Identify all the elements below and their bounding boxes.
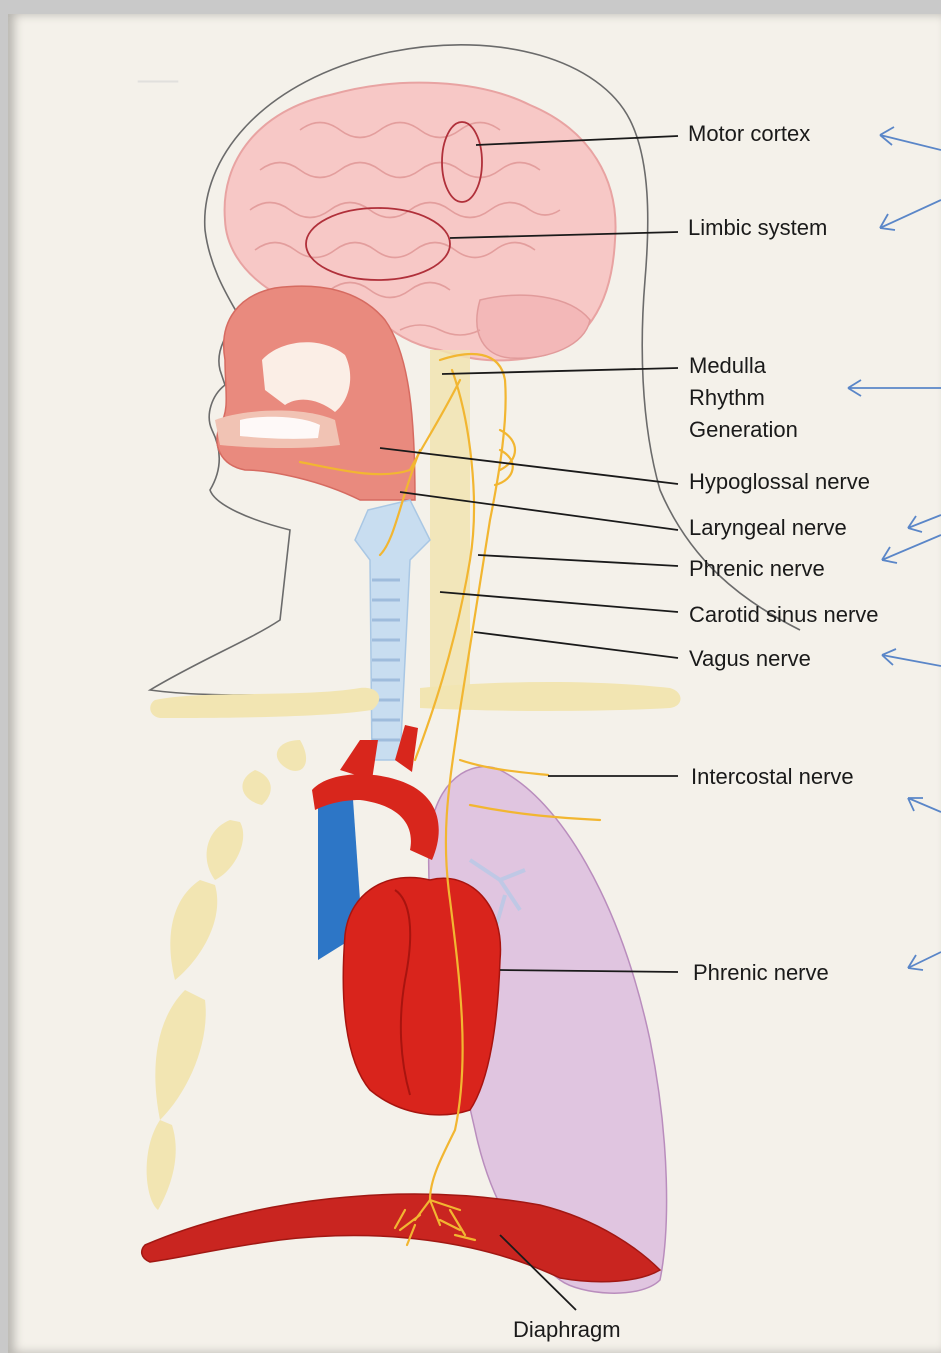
label-hypoglossal-nerve: Hypoglossal nerve [689, 466, 870, 498]
arrow-limbic-system [880, 200, 941, 230]
arrow-intercostal-nerve [908, 798, 941, 812]
label-rhythm: Rhythm [689, 382, 765, 414]
arrow-phrenic-nerve-lower [908, 952, 941, 970]
label-laryngeal-nerve: Laryngeal nerve [689, 512, 847, 544]
label-carotid-sinus-nerve: Carotid sinus nerve [689, 599, 879, 631]
clavicle-left [150, 688, 379, 718]
label-phrenic-nerve-lower: Phrenic nerve [693, 957, 829, 989]
label-intercostal-nerve: Intercostal nerve [691, 761, 854, 793]
clavicle-right [420, 682, 681, 711]
label-medulla: Medulla [689, 350, 766, 382]
book-page: — [8, 14, 941, 1353]
arrow-vagus-nerve [882, 649, 941, 666]
heart [343, 877, 500, 1114]
label-vagus-nerve: Vagus nerve [689, 643, 811, 675]
label-phrenic-nerve-upper: Phrenic nerve [689, 553, 825, 585]
label-generation: Generation [689, 414, 798, 446]
label-diaphragm: Diaphragm [513, 1314, 621, 1346]
ribs [147, 740, 306, 1210]
annotation-arrows [848, 127, 941, 970]
trachea [355, 500, 430, 760]
arrow-medulla [848, 380, 941, 396]
arrow-laryngeal-nerve [908, 515, 941, 532]
arrow-motor-cortex [880, 127, 941, 150]
label-motor-cortex: Motor cortex [688, 118, 810, 150]
label-limbic-system: Limbic system [688, 212, 827, 244]
arrow-phrenic-nerve [882, 535, 941, 563]
